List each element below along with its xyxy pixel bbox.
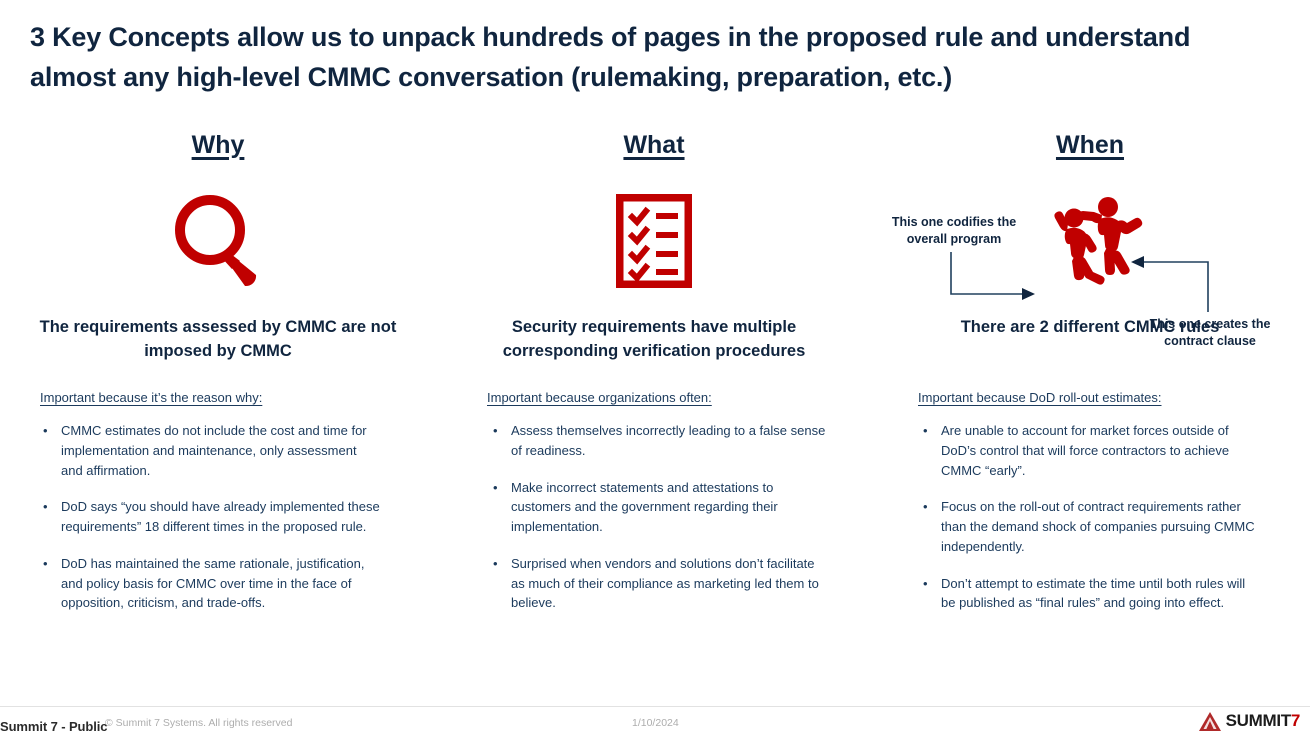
summit7-triangle-mark-icon: [1198, 711, 1221, 731]
bullet-dot-icon: •: [43, 499, 48, 515]
bullet-dot-icon: •: [493, 479, 498, 495]
bullet-text: CMMC estimates do not include the cost a…: [61, 423, 367, 478]
list-item: • Are unable to account for market force…: [920, 421, 1260, 480]
footer-divider: [0, 706, 1310, 707]
footer-copyright: © Summit 7 Systems. All rights reserved: [105, 717, 293, 729]
magnifying-glass-icon: [175, 195, 257, 287]
list-item: • Make incorrect statements and attestat…: [490, 478, 830, 537]
icon-zone-what: [436, 166, 872, 316]
column-heading-why: Why: [191, 131, 245, 159]
summit7-logo: SUMMIT7: [1198, 711, 1301, 731]
column-subtitle-why: The requirements assessed by CMMC are no…: [39, 318, 397, 360]
concept-column-why: Why The requirements assessed by CMMC ar…: [0, 131, 436, 672]
concept-column-what: What: [436, 131, 872, 672]
column-leadin-why: Important because it’s the reason why:: [40, 390, 263, 405]
bullet-dot-icon: •: [493, 555, 498, 571]
bullet-dot-icon: •: [43, 555, 48, 571]
bullet-list-when: • Are unable to account for market force…: [920, 421, 1260, 630]
icon-zone-when: This one codifies the overall program Th…: [872, 166, 1308, 348]
bullet-text: Surprised when vendors and solutions don…: [511, 555, 819, 611]
bullet-dot-icon: •: [923, 499, 928, 515]
column-subtitle-when: There are 2 different CMMC rules: [960, 318, 1220, 336]
column-heading-when: When: [1055, 131, 1125, 159]
summit7-logo-text: SUMMIT7: [1225, 711, 1301, 731]
list-item: • DoD has maintained the same rationale,…: [40, 554, 380, 613]
bullet-dot-icon: •: [923, 575, 928, 591]
concept-column-when: When This one codifies the overall progr…: [872, 131, 1308, 672]
logo-seven: 7: [1290, 711, 1300, 730]
bullet-list-what: • Assess themselves incorrectly leading …: [490, 421, 830, 630]
list-item: • Assess themselves incorrectly leading …: [490, 421, 830, 461]
column-heading-what: What: [623, 131, 685, 159]
bullet-text: DoD says “you should have already implem…: [61, 499, 380, 534]
list-item: • CMMC estimates do not include the cost…: [40, 421, 380, 480]
bullet-dot-icon: •: [43, 423, 48, 438]
bullet-text: DoD has maintained the same rationale, j…: [61, 555, 365, 611]
bullet-text: Are unable to account for market forces …: [941, 423, 1230, 478]
logo-word: SUMMIT: [1225, 711, 1292, 730]
list-item: • Surprised when vendors and solutions d…: [490, 554, 830, 613]
three-concepts-columns: Why The requirements assessed by CMMC ar…: [0, 131, 1310, 672]
column-leadin-when: Important because DoD roll-out estimates…: [918, 390, 1162, 405]
bullet-text: Focus on the roll-out of contract requir…: [941, 499, 1255, 554]
annotation-label-left: This one codifies the overall program: [891, 215, 1017, 246]
two-dancing-people-icon: [1054, 197, 1143, 285]
list-item: • Focus on the roll-out of contract requ…: [920, 497, 1260, 556]
icon-zone-why: [0, 166, 436, 316]
column-leadin-what: Important because organizations often:: [487, 390, 712, 405]
bullet-dot-icon: •: [493, 423, 498, 438]
bullet-text: Assess themselves incorrectly leading to…: [511, 423, 826, 458]
bullet-text: Make incorrect statements and attestatio…: [511, 479, 778, 535]
list-item: • Don’t attempt to estimate the time unt…: [920, 574, 1260, 614]
footer-classification: Summit 7 - Public: [0, 719, 108, 734]
footer-date: 1/10/2024: [632, 717, 679, 729]
bullet-text: Don’t attempt to estimate the time until…: [941, 575, 1246, 611]
page-title: 3 Key Concepts allow us to unpack hundre…: [30, 22, 1191, 92]
list-item: • DoD says “you should have already impl…: [40, 497, 380, 537]
bullet-dot-icon: •: [923, 423, 928, 438]
checklist-clipboard-icon: [616, 194, 692, 288]
column-subtitle-what: Security requirements have multiple corr…: [502, 318, 806, 360]
bullet-list-why: • CMMC estimates do not include the cost…: [40, 421, 380, 630]
